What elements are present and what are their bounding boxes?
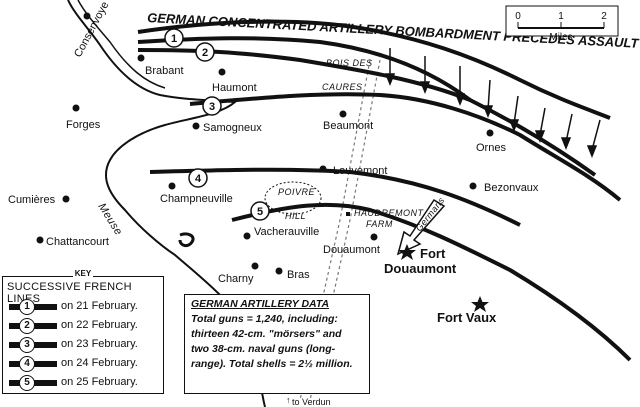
key-row: 4 on 24 February. — [9, 356, 163, 372]
place-cumieres: Cumières — [8, 194, 56, 206]
scale-unit: Miles — [549, 32, 572, 43]
place-champneuville: Champneuville — [160, 193, 233, 205]
woods-label-1: BOIS DES — [326, 58, 373, 68]
fort-douaumont-star — [398, 244, 416, 260]
place-douaumont: Douaumont — [323, 244, 380, 256]
scale-tick-2: 2 — [601, 11, 607, 22]
place-chattancourt: Chattancourt — [46, 236, 109, 248]
artillery-line: range). Total shells = 2½ million. — [191, 358, 353, 370]
line-number-3: 3 — [209, 101, 215, 113]
verdun-road — [299, 59, 371, 401]
line-number-2: 2 — [202, 47, 208, 59]
place-consenvoye: Consenvoye — [72, 0, 111, 59]
scale-tick-0: 0 — [515, 11, 521, 22]
artillery-line: two 38-cm. naval guns (long- — [191, 343, 336, 355]
place-forges: Forges — [66, 119, 101, 131]
river-label: Meuse — [95, 201, 124, 237]
fort-vaux-label: Fort Vaux — [437, 310, 497, 325]
key-row-label: on 23 February. — [61, 338, 138, 350]
map-key: KEY SUCCESSIVE FRENCH LINES 1 on 21 Febr… — [2, 269, 164, 394]
farm-label-1: HAUDREMONT — [354, 208, 425, 218]
key-row-label: on 21 February. — [61, 300, 138, 312]
key-row: 3 on 23 February. — [9, 337, 163, 353]
key-row-label: on 24 February. — [61, 357, 138, 369]
key-row-number: 3 — [19, 337, 35, 353]
key-row-number: 4 — [19, 356, 35, 372]
svg-text:↑: ↑ — [286, 395, 291, 405]
hill-label-1: POIVRE — [278, 187, 316, 197]
artillery-data-box: GERMAN ARTILLERY DATA Total guns = 1,240… — [184, 294, 370, 394]
fort-douaumont-label-2: Douaumont — [384, 261, 457, 276]
place-beaumont: Beaumont — [323, 120, 373, 132]
place-vacherauville: Vacherauville — [254, 226, 319, 238]
key-row: 1 on 21 February. — [9, 299, 163, 315]
key-row-label: on 25 February. — [61, 376, 138, 388]
place-bezonvaux: Bezonvaux — [484, 182, 539, 194]
french-line-2 — [137, 48, 597, 177]
fort-douaumont-label-1: Fort — [420, 246, 446, 261]
artillery-line: thirteen 42-cm. "mörsers" and — [191, 328, 342, 340]
scale-tick-1: 1 — [558, 11, 564, 22]
french-line-3 — [189, 92, 622, 202]
farm-label-2: FARM — [366, 219, 393, 229]
line-number-4: 4 — [195, 173, 202, 185]
scale-bar: 0 1 2 Miles — [505, 5, 619, 43]
key-row-number: 2 — [19, 318, 35, 334]
german-front — [137, 19, 611, 120]
place-charny: Charny — [218, 273, 254, 285]
key-row: 5 on 25 February. — [9, 375, 163, 391]
french-line-4 — [149, 167, 521, 227]
place-ornes: Ornes — [476, 142, 506, 154]
key-row-number: 1 — [19, 299, 35, 315]
hill-label-2: HILL — [285, 211, 306, 221]
artillery-title: GERMAN ARTILLERY DATA — [191, 298, 330, 310]
key-row: 2 on 22 February. — [9, 318, 163, 334]
artillery-line: Total guns = 1,240, including: — [191, 313, 338, 325]
key-title: KEY — [72, 269, 94, 278]
line-number-1: 1 — [171, 33, 177, 45]
fort-vaux-star — [471, 296, 489, 312]
french-line-1 — [137, 36, 472, 102]
key-row-number: 5 — [19, 375, 35, 391]
key-row-label: on 22 February. — [61, 319, 138, 331]
french-line-5 — [231, 202, 632, 362]
place-haumont: Haumont — [212, 82, 257, 94]
poivre-hill-outline — [264, 181, 322, 215]
woods-label-2: CAURES — [322, 82, 363, 92]
place-louvemont: Louvemont — [333, 165, 387, 177]
place-bras: Bras — [287, 269, 310, 281]
line-number-5: 5 — [257, 206, 263, 218]
road-label: to Verdun — [292, 397, 331, 407]
place-samogneux: Samogneux — [203, 122, 262, 134]
place-brabant: Brabant — [145, 65, 184, 77]
